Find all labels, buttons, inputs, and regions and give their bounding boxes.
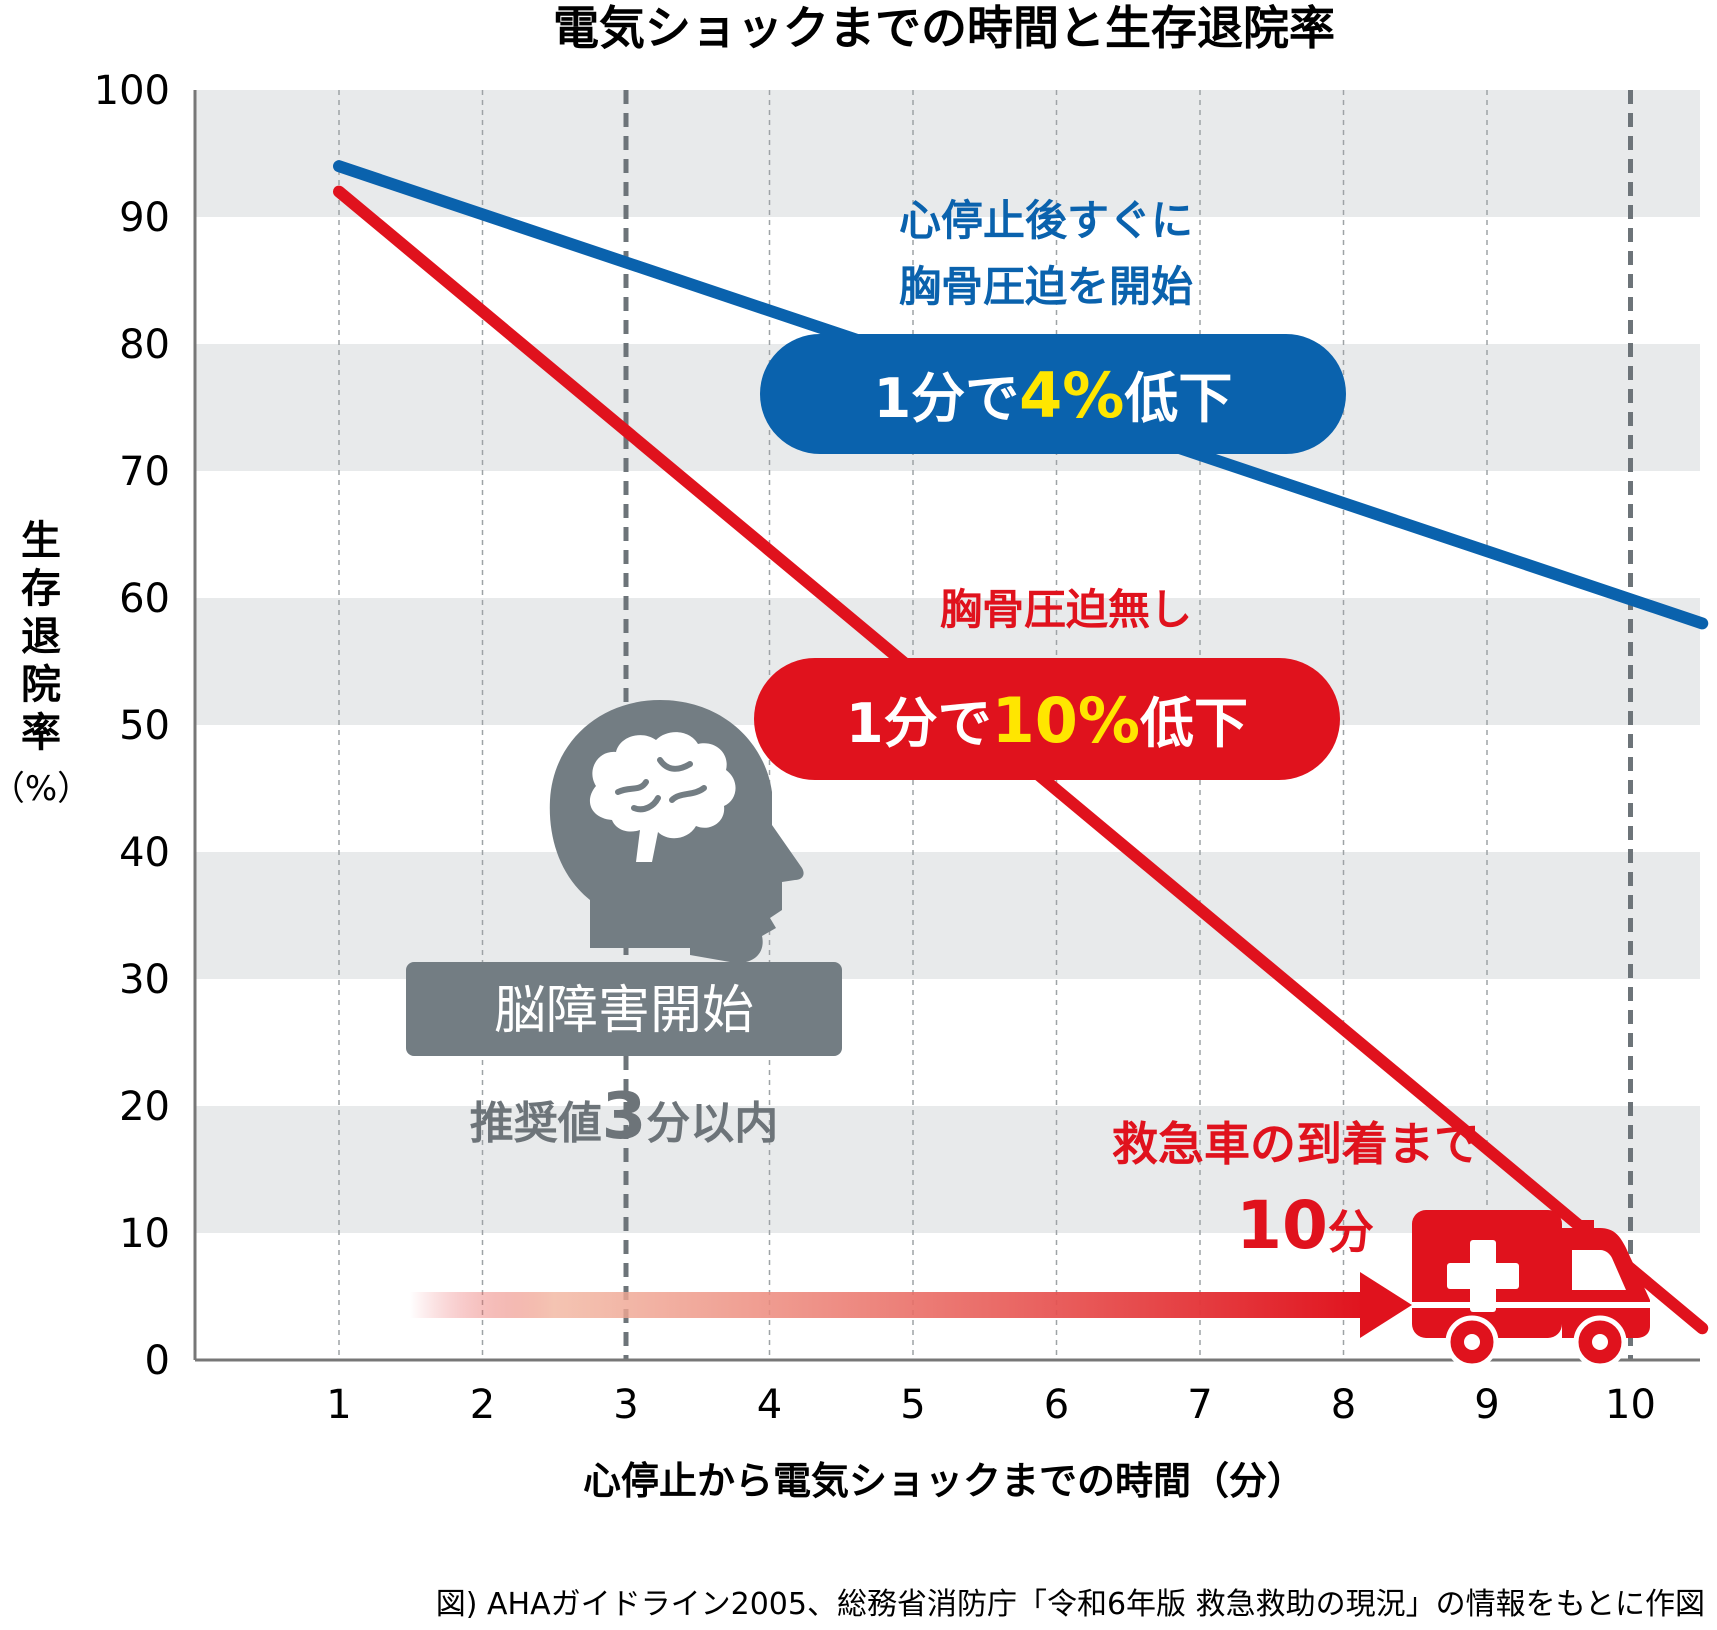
ylabel-unit: （%）: [0, 769, 91, 809]
recommendation-post: 分以内: [646, 1098, 778, 1149]
blue-series-label-line1: 心停止後すぐに: [899, 196, 1193, 245]
brain-damage-box: [406, 962, 842, 1056]
y-tick-label: 100: [94, 68, 170, 114]
y-tick-label: 0: [145, 1338, 170, 1384]
x-tick-label: 8: [1331, 1382, 1356, 1428]
x-tick-label: 6: [1044, 1382, 1069, 1428]
x-tick-label: 2: [470, 1382, 495, 1428]
x-tick-label: 9: [1474, 1382, 1499, 1428]
ylabel-char: 率: [21, 710, 61, 756]
red-pill-post: 低下: [1140, 692, 1248, 755]
ylabel-char: 退: [21, 614, 61, 660]
y-tick-label: 10: [119, 1211, 170, 1257]
y-tick-label: 80: [119, 322, 170, 368]
y-tick-label: 50: [119, 703, 170, 749]
y-tick-label: 30: [119, 957, 170, 1003]
y-tick-label: 20: [119, 1084, 170, 1130]
blue-pill-pre: 1分で: [874, 367, 1020, 430]
x-tick-label: 5: [900, 1382, 925, 1428]
x-tick-labels: 1 2 3 4 5 6 7 8 9 10: [326, 1382, 1656, 1428]
brain-damage-text: 脳障害開始: [494, 981, 754, 1041]
y-tick-label: 40: [119, 830, 170, 876]
ylabel-char: 生: [21, 518, 61, 564]
x-tick-label: 7: [1187, 1382, 1212, 1428]
y-tick-label: 60: [119, 576, 170, 622]
blue-pill: [760, 334, 1346, 454]
ambulance-num: 10: [1236, 1187, 1328, 1264]
x-tick-label: 3: [613, 1382, 638, 1428]
blue-series-label-line2: 胸骨圧迫を開始: [899, 262, 1193, 311]
recommendation-text: 推奨値3分以内: [470, 1080, 779, 1154]
red-pill-pre: 1分で: [846, 692, 992, 755]
x-tick-label: 1: [326, 1382, 351, 1428]
ylabel-char: 存: [21, 566, 61, 612]
red-pill: [754, 658, 1340, 780]
blue-pill-post: 低下: [1124, 367, 1232, 430]
x-tick-label: 4: [757, 1382, 782, 1428]
ambulance-time: 10分: [1236, 1187, 1374, 1264]
source-caption: 図) AHAガイドライン2005、総務省消防庁「令和6年版 救急救助の現況」の情…: [436, 1587, 1705, 1622]
y-tick-labels: 0 10 20 30 40 50 60 70 80 90 100: [94, 68, 170, 1384]
recommendation-num: 3: [602, 1080, 647, 1154]
brain-head-icon: [549, 700, 804, 963]
red-series-label: 胸骨圧迫無し: [940, 585, 1192, 634]
blue-pill-text: 1分で4%低下: [874, 359, 1233, 432]
ambulance-unit: 分: [1328, 1205, 1374, 1259]
ylabel-char: 院: [21, 662, 61, 708]
red-pill-text: 1分で10%低下: [846, 684, 1248, 757]
blue-pill-num: 4%: [1019, 359, 1124, 432]
y-tick-label: 90: [119, 195, 170, 241]
x-axis-label: 心停止から電気ショックまでの時間（分）: [583, 1459, 1305, 1503]
red-pill-num: 10%: [992, 684, 1140, 757]
x-tick-label: 10: [1605, 1382, 1656, 1428]
ambulance-icon: [1412, 1210, 1650, 1369]
arrow-icon: [410, 1272, 1412, 1338]
chart-title: 電気ショックまでの時間と生存退院率: [553, 1, 1335, 55]
recommendation-pre: 推奨値: [470, 1098, 602, 1149]
grid-band: [195, 852, 1700, 979]
y-axis-label: 生 存 退 院 率 （%）: [0, 518, 91, 809]
ambulance-label: 救急車の到着まで: [1112, 1117, 1480, 1171]
y-tick-label: 70: [119, 449, 170, 495]
